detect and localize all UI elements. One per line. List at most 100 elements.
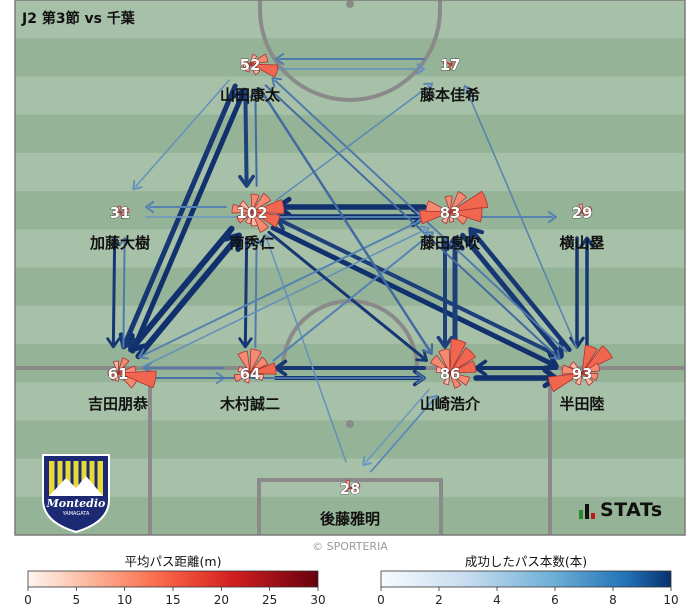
rose-petal bbox=[449, 57, 459, 65]
rose-petal bbox=[449, 360, 477, 374]
rose-petal bbox=[444, 195, 453, 213]
player-number: 83 bbox=[440, 204, 461, 222]
player-name: 藤本佳希 bbox=[420, 86, 480, 104]
rose-petal bbox=[249, 362, 277, 375]
player-rose bbox=[233, 348, 277, 384]
rose-petal bbox=[578, 203, 583, 213]
count-legend-title: 成功したパス本数(本) bbox=[464, 554, 588, 569]
rose-petal bbox=[107, 370, 119, 376]
rose-petal bbox=[441, 211, 451, 224]
count-legend-tick: 10 bbox=[663, 593, 678, 607]
rose-petal bbox=[245, 63, 251, 73]
rose-petal bbox=[109, 372, 119, 381]
rose-petal bbox=[449, 190, 489, 213]
rose-petal bbox=[442, 372, 451, 386]
rose-petal bbox=[581, 344, 598, 374]
match-title: J2 第3節 vs 千葉 bbox=[22, 11, 135, 27]
count-legend-tick: 4 bbox=[493, 593, 501, 607]
pass-arrow bbox=[474, 359, 558, 377]
pass-arrow bbox=[106, 236, 121, 349]
rose-petal bbox=[249, 63, 279, 78]
pass-arrow bbox=[468, 226, 572, 352]
rose-petal bbox=[449, 63, 458, 70]
player-name: 加藤大樹 bbox=[89, 234, 150, 252]
rose-petal bbox=[449, 372, 462, 389]
rose-petal bbox=[581, 345, 613, 374]
player-name: 吉田朋恭 bbox=[88, 395, 149, 413]
rose-petal bbox=[547, 372, 583, 393]
rose-petal bbox=[425, 200, 451, 213]
player-number: 29 bbox=[572, 204, 593, 222]
rose-petal bbox=[581, 206, 593, 213]
rose-petal bbox=[449, 211, 455, 223]
rose-petal bbox=[435, 365, 451, 374]
pass-arrow bbox=[274, 359, 426, 377]
rose-petal bbox=[244, 211, 253, 225]
pass-arrow bbox=[264, 84, 561, 360]
rose-petal bbox=[249, 356, 269, 374]
rose-petal bbox=[447, 63, 451, 71]
credit-text: © SPORTERIA bbox=[312, 540, 388, 553]
rose-petal bbox=[429, 354, 451, 374]
rose-petal bbox=[233, 372, 251, 383]
pass-arrow bbox=[362, 388, 430, 467]
rose-petal bbox=[575, 211, 583, 217]
rose-petal bbox=[114, 372, 119, 382]
pass-arrow bbox=[579, 236, 595, 349]
pass-arrow bbox=[250, 237, 263, 349]
rose-petal bbox=[251, 198, 285, 215]
pass-arrow bbox=[249, 88, 262, 187]
rose-petal bbox=[244, 372, 251, 384]
rose-petal bbox=[449, 347, 476, 374]
rose-petal bbox=[449, 338, 467, 374]
rose-petal bbox=[236, 211, 253, 224]
rose-petal bbox=[249, 53, 269, 65]
player-number: 28 bbox=[340, 480, 361, 498]
player-rose bbox=[419, 190, 489, 225]
player-rose bbox=[113, 205, 130, 220]
player-number: 17 bbox=[440, 56, 461, 74]
count-legend-tick: 2 bbox=[435, 593, 443, 607]
pass-arrow bbox=[275, 82, 434, 202]
stats-logo-icon bbox=[579, 504, 595, 519]
count-legend-tick: 0 bbox=[377, 593, 385, 607]
player-rose bbox=[231, 192, 285, 233]
club-logo-name: Montedio bbox=[46, 497, 106, 510]
player-name: 半田陸 bbox=[559, 395, 604, 413]
player-name: 山田康太 bbox=[220, 86, 281, 104]
player-rose bbox=[341, 479, 361, 495]
player-rose bbox=[547, 344, 613, 393]
rose-petal bbox=[112, 360, 120, 374]
player-number: 102 bbox=[236, 204, 267, 222]
rose-petal bbox=[581, 211, 589, 219]
player-name: 横山塁 bbox=[559, 234, 604, 252]
pass-arrow bbox=[475, 210, 557, 224]
rose-petal bbox=[581, 372, 599, 382]
rose-petal bbox=[240, 58, 251, 65]
pass-arrow bbox=[238, 88, 255, 188]
rose-petal bbox=[249, 372, 265, 382]
pass-arrow bbox=[267, 230, 429, 362]
rose-petal bbox=[119, 211, 126, 220]
pass-arrow bbox=[436, 236, 454, 349]
rose-petal bbox=[237, 350, 251, 374]
pass-arrow bbox=[445, 235, 465, 350]
pass-arrow bbox=[262, 233, 347, 463]
pass-arrow bbox=[132, 79, 230, 191]
distance-legend-tick: 25 bbox=[262, 593, 277, 607]
count-legend-tick: 8 bbox=[609, 593, 617, 607]
rose-petal bbox=[250, 211, 258, 227]
distance-legend-tick: 20 bbox=[214, 593, 229, 607]
player-rose bbox=[107, 357, 157, 389]
distance-legend-tick: 5 bbox=[73, 593, 81, 607]
rose-petal bbox=[419, 210, 451, 225]
player-number: 86 bbox=[440, 365, 461, 383]
rose-petal bbox=[449, 211, 468, 225]
player-rose bbox=[240, 53, 279, 78]
player-labels: 52山田康太17藤本佳希31加藤大樹102南秀仁83藤田息吹29横山塁61吉田朋… bbox=[88, 56, 605, 528]
pass-arrow bbox=[238, 236, 253, 349]
pass-arrow bbox=[118, 237, 131, 349]
rose-petal bbox=[117, 370, 157, 389]
rose-petal bbox=[568, 361, 583, 374]
rose-petal bbox=[349, 487, 359, 495]
